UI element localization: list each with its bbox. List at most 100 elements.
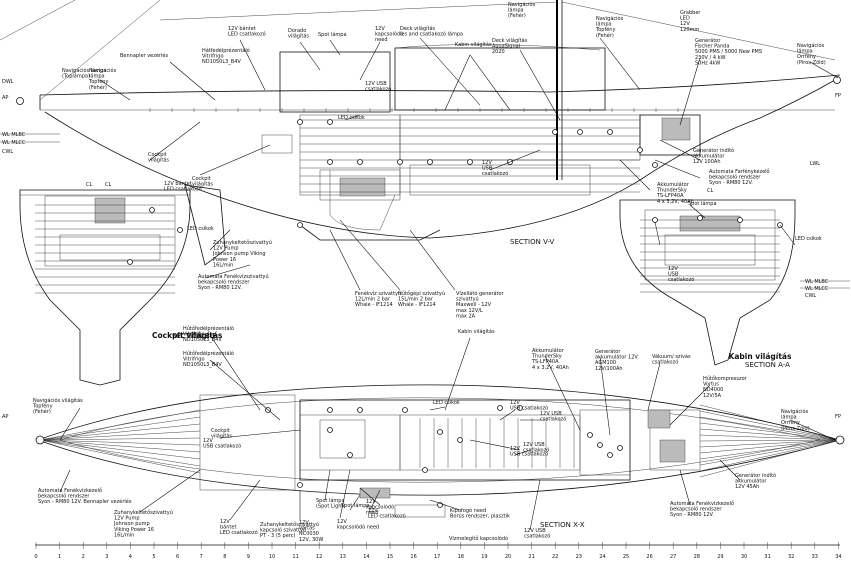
scale-number: 12 xyxy=(316,554,322,560)
light-fixture xyxy=(357,407,363,413)
planking-aft xyxy=(39,439,201,446)
leader-line xyxy=(204,264,251,279)
leader-line xyxy=(429,406,446,411)
leader-line xyxy=(444,337,471,411)
scale-number: 29 xyxy=(717,554,723,560)
planking-aft xyxy=(39,409,201,441)
section-label-a-a: SECTION A-A xyxy=(745,361,790,369)
light-fixture xyxy=(652,217,658,223)
reference-mark: AP xyxy=(2,95,8,101)
light-fixture xyxy=(437,429,443,435)
leader-line xyxy=(489,149,541,171)
light-fixture xyxy=(297,222,303,228)
leader-line xyxy=(219,429,301,439)
leader-line xyxy=(444,54,471,111)
callout-label: LED csíkok xyxy=(338,114,365,121)
callout-label: LED csíkok xyxy=(187,225,214,232)
planking xyxy=(699,439,841,472)
leader-line xyxy=(139,469,201,513)
scale-number: 11 xyxy=(292,554,298,560)
locker xyxy=(94,197,126,224)
reference-mark: CL xyxy=(86,182,92,188)
light-fixture xyxy=(617,445,623,451)
light-fixture xyxy=(327,159,333,165)
leader-line xyxy=(519,49,561,121)
light-fixture xyxy=(422,467,428,473)
callout-label: Spot lámpa xyxy=(688,200,717,207)
light-fixture xyxy=(497,405,503,411)
scale-number: 3 xyxy=(105,554,108,560)
battery-bank xyxy=(339,177,386,197)
coachroof xyxy=(279,51,391,113)
leader-line xyxy=(544,355,581,431)
planking-aft xyxy=(39,439,201,453)
leader-line xyxy=(339,219,401,291)
keel xyxy=(299,224,441,241)
leader-line xyxy=(329,39,341,56)
cockpit-vilagitas-title: Cockpit világítás xyxy=(152,331,223,340)
scale-number: 13 xyxy=(340,554,346,560)
scale-number: 0 xyxy=(34,554,37,560)
light-fixture xyxy=(427,159,433,165)
keel-outline xyxy=(329,170,396,231)
leader-line xyxy=(199,144,271,176)
saloon xyxy=(399,114,641,161)
reference-mark: WL MLCC xyxy=(2,140,26,146)
leader-line xyxy=(514,449,531,456)
centerline-mark: CL xyxy=(105,182,111,188)
planking-aft xyxy=(39,439,201,460)
leader-line xyxy=(669,384,711,426)
floor-block xyxy=(409,164,591,196)
scale-number: 7 xyxy=(200,554,203,560)
leader-line xyxy=(149,121,201,161)
planking-aft xyxy=(39,437,201,441)
scale-number: 4 xyxy=(129,554,132,560)
leader-line xyxy=(689,204,706,219)
scale-number: 26 xyxy=(646,554,652,560)
leader-line xyxy=(59,407,81,441)
section-a-hull xyxy=(619,199,796,366)
cabin-plan xyxy=(299,399,631,481)
generator-plan xyxy=(659,439,686,463)
scale-number: 19 xyxy=(481,554,487,560)
leader-line xyxy=(599,356,611,436)
leader-line xyxy=(359,41,381,81)
scale-number: 31 xyxy=(764,554,770,560)
cabin-interior xyxy=(644,209,776,281)
scale-number: 25 xyxy=(623,554,629,560)
equipment-box xyxy=(261,134,293,154)
stern-light xyxy=(16,97,24,105)
hull-profile xyxy=(44,79,836,239)
scale-number: 30 xyxy=(741,554,747,560)
headliner xyxy=(679,215,741,232)
light-fixture xyxy=(697,215,703,221)
planking xyxy=(699,410,841,441)
leader-line xyxy=(324,469,331,501)
scale-number: 34 xyxy=(835,554,841,560)
leader-line xyxy=(654,159,701,179)
leader-line xyxy=(599,37,641,91)
forepeak-plan xyxy=(649,409,701,471)
leader-line xyxy=(59,469,71,493)
leader-line xyxy=(209,334,261,411)
callout-label: Navigációs lámpa(Toplámpa) xyxy=(62,67,106,80)
leader-line xyxy=(469,439,521,451)
leader-line xyxy=(469,54,511,111)
callout-label: Spot lámpa(Spot Light) xyxy=(316,497,345,510)
leader-line xyxy=(229,479,261,521)
